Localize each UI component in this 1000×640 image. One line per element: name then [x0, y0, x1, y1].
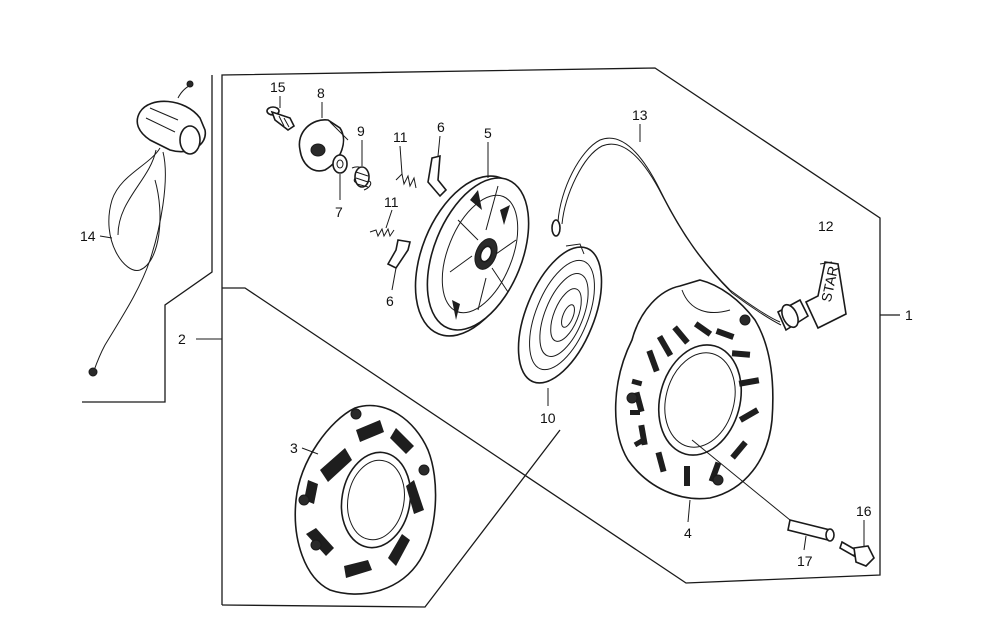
callout-10: 10: [540, 410, 556, 426]
callout-labels: 1 2 3 4 5 6 6 7 8 9 10 11 11 12 13 14 15…: [80, 79, 913, 569]
callout-5: 5: [484, 125, 492, 141]
part-starter-case-4: [614, 279, 774, 500]
group-outline-recoil-starter: [221, 67, 900, 608]
part-collar-17: [787, 519, 835, 542]
callout-4: 4: [684, 525, 692, 541]
callout-2: 2: [178, 331, 186, 347]
part-starter-cup-3: [294, 404, 437, 595]
callout-1: 1: [905, 307, 913, 323]
part-spring-9: [351, 166, 372, 191]
part-starter-rope-13: [551, 137, 782, 326]
callout-11-lower: 11: [384, 194, 399, 210]
part-spring-11-upper: [395, 172, 417, 189]
part-stop-switch-cable: [88, 80, 206, 377]
part-spring-11-lower: [369, 227, 395, 238]
part-bolt-15: [266, 106, 296, 131]
callout-9: 9: [357, 123, 365, 139]
callout-6-upper: 6: [437, 119, 445, 135]
handle-start-text: STAR: [818, 264, 841, 303]
group-outline-switch-cable: [82, 75, 213, 403]
callout-15: 15: [270, 79, 286, 95]
callout-16: 16: [856, 503, 872, 519]
callout-12: 12: [818, 218, 834, 234]
part-washer-7: [332, 154, 348, 174]
callout-3: 3: [290, 440, 298, 456]
callout-13: 13: [632, 107, 648, 123]
callout-11-upper: 11: [393, 129, 408, 145]
part-pawl-6-upper: [427, 154, 448, 198]
part-ratchet-8: [298, 119, 349, 172]
part-reel-pulley-5: [414, 175, 530, 337]
callout-17: 17: [797, 553, 813, 569]
callout-6-lower: 6: [386, 293, 394, 309]
callout-14: 14: [80, 228, 96, 244]
leader-lines: [99, 96, 865, 551]
part-starter-handle-12: STAR: [776, 261, 847, 332]
part-flange-bolt-16: [839, 540, 875, 567]
callout-8: 8: [317, 85, 325, 101]
callout-7: 7: [335, 204, 343, 220]
starter-cup-windows: [304, 420, 424, 578]
part-pawl-6-lower: [386, 239, 411, 270]
part-recoil-spring-10: [517, 243, 603, 384]
starter-case-vent-slots: [630, 321, 760, 486]
